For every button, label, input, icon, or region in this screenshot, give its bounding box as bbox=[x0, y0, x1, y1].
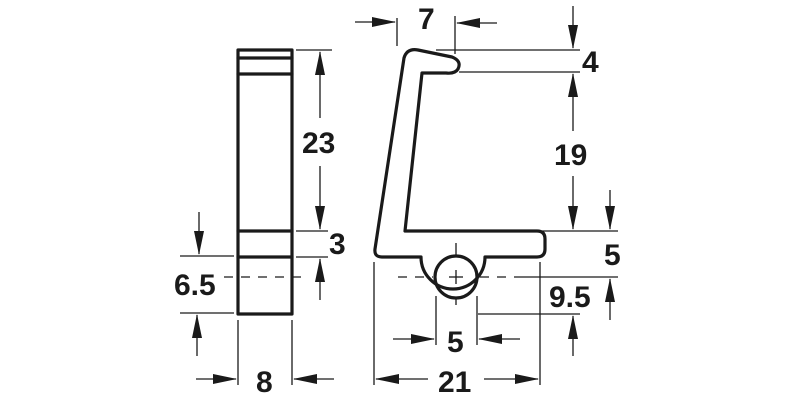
dimension-label-21: 21 bbox=[438, 366, 471, 399]
dimension-label-23: 23 bbox=[302, 127, 335, 160]
dimension-label-5-diameter: 5 bbox=[447, 326, 464, 359]
side-view: 7 4 19 5 9.5 5 bbox=[355, 3, 621, 399]
front-view: 23 3 6.5 8 bbox=[174, 48, 346, 399]
arrow-up-icon bbox=[315, 51, 325, 75]
arrow-left-icon bbox=[478, 334, 502, 344]
arrow-left-icon bbox=[293, 374, 317, 384]
dimension-label-6-5: 6.5 bbox=[174, 269, 216, 302]
arrow-up-icon bbox=[568, 73, 578, 97]
arrow-up-icon bbox=[605, 278, 615, 302]
arrow-right-icon bbox=[372, 17, 396, 27]
dimension-label-19: 19 bbox=[554, 139, 587, 172]
dimension-label-8: 8 bbox=[256, 366, 273, 399]
arrow-down-icon bbox=[568, 25, 578, 49]
dimension-label-3: 3 bbox=[329, 228, 346, 261]
arrow-up-icon bbox=[315, 258, 325, 282]
front-view-body bbox=[236, 48, 294, 316]
arrow-down-icon bbox=[194, 231, 204, 255]
arrow-up-icon bbox=[568, 315, 578, 339]
arrow-right-icon bbox=[515, 374, 539, 384]
dimension-label-4: 4 bbox=[582, 46, 599, 79]
arrow-up-icon bbox=[192, 314, 202, 338]
dimension-label-7: 7 bbox=[418, 3, 435, 36]
dimension-label-5-thickness: 5 bbox=[604, 239, 621, 272]
arrow-down-icon bbox=[315, 206, 325, 230]
arrow-left-icon bbox=[456, 18, 480, 28]
arrow-right-icon bbox=[213, 374, 237, 384]
arrow-right-icon bbox=[411, 334, 435, 344]
arrow-left-icon bbox=[375, 374, 399, 384]
side-view-profile bbox=[373, 48, 547, 291]
arrow-down-icon bbox=[605, 206, 615, 230]
arrow-down-icon bbox=[568, 206, 578, 230]
dimension-label-9-5: 9.5 bbox=[549, 281, 591, 314]
